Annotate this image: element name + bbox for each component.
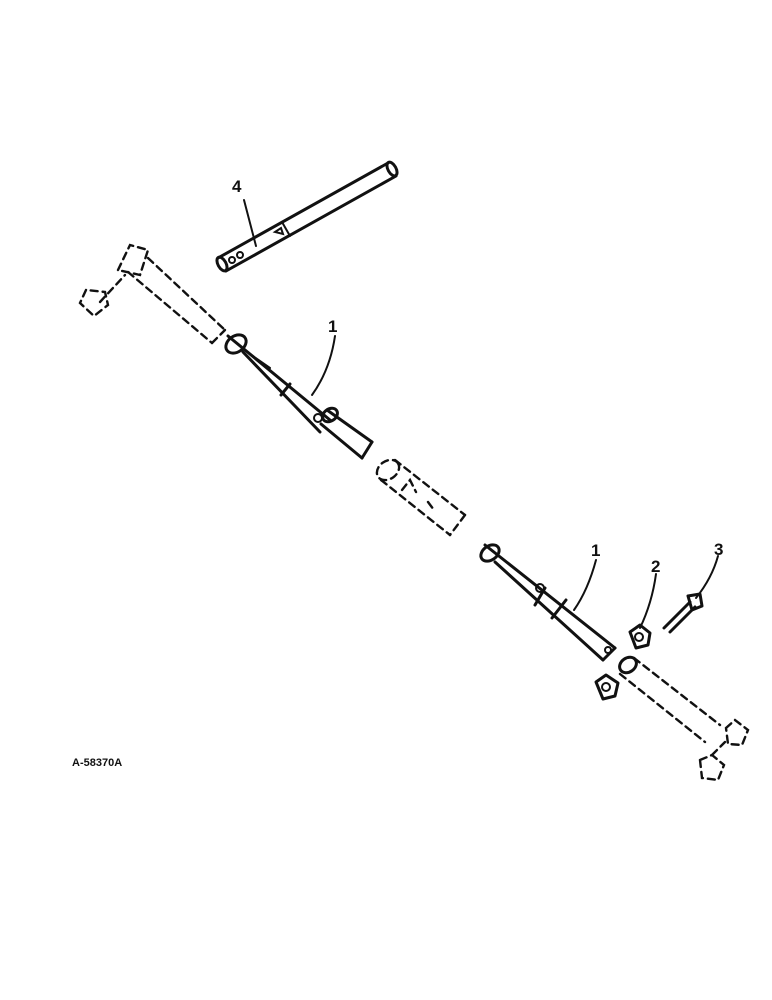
reference-code: A-58370A bbox=[72, 757, 122, 769]
tube-segment-dashed-middle bbox=[375, 458, 467, 537]
clamp-part-2 bbox=[594, 623, 652, 701]
callout-part-1-lower: 1 bbox=[591, 541, 600, 560]
tie-rod-end-upper-dashed bbox=[78, 243, 227, 345]
leader-lines bbox=[243, 199, 719, 629]
callout-part-2: 2 bbox=[651, 557, 660, 576]
shaft-part-4 bbox=[215, 160, 399, 273]
callout-part-1-upper: 1 bbox=[328, 317, 337, 336]
callout-part-3: 3 bbox=[714, 540, 723, 559]
callout-part-4: 4 bbox=[232, 177, 242, 196]
bolt-part-3 bbox=[662, 592, 704, 634]
tube-segment-middle bbox=[319, 406, 374, 460]
tie-rod-end-lower-dashed bbox=[618, 655, 750, 782]
tube-part-1-upper bbox=[224, 333, 332, 434]
tube-part-1-lower bbox=[479, 543, 617, 662]
